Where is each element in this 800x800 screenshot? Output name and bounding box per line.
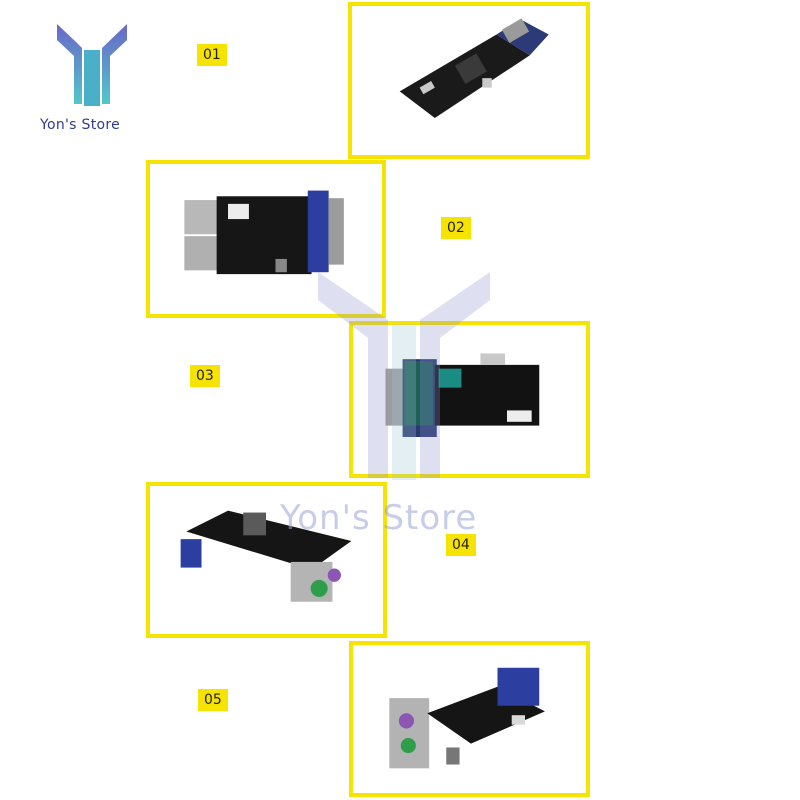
watermark-text: Yon's Store <box>280 498 478 538</box>
product-photo-02 <box>146 160 386 318</box>
board-image-03 <box>385 353 540 437</box>
panel-label-04: 04 <box>446 534 476 556</box>
panel-label-05: 05 <box>198 689 228 711</box>
panel-label-02: 02 <box>441 217 471 239</box>
board-image-05 <box>389 667 545 769</box>
product-photo-03 <box>349 321 590 478</box>
product-photo-05 <box>349 641 590 797</box>
board-image-04 <box>180 510 352 602</box>
product-photo-04 <box>146 482 387 638</box>
panel-label-03: 03 <box>190 365 220 387</box>
brand-name: Yon's Store <box>40 117 121 133</box>
board-image-01 <box>399 18 549 118</box>
board-image-02 <box>184 190 344 275</box>
product-photo-01 <box>348 2 590 159</box>
panel-label-01: 01 <box>197 44 227 66</box>
y-logo-icon <box>57 24 127 106</box>
